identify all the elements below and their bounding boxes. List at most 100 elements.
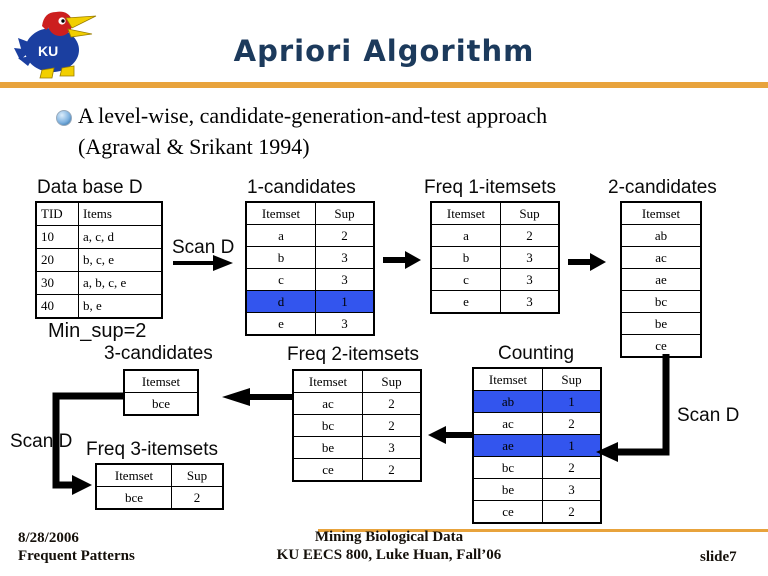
ku-jayhawk-logo: KU: [14, 11, 97, 79]
cell: a: [430, 224, 501, 247]
footer-date: 8/28/2006: [18, 530, 79, 546]
cell: bc: [620, 290, 702, 313]
cell: be: [620, 312, 702, 335]
footer-left-title: Frequent Patterns: [18, 548, 135, 564]
footer-divider: [318, 529, 768, 532]
table-title-candidates3: 3-candidates: [104, 343, 213, 364]
table-row: bc: [620, 290, 702, 313]
cell: 3: [315, 246, 375, 269]
cell: be: [292, 436, 363, 459]
cell: b, c, e: [78, 248, 163, 272]
table-title-freq3: Freq 3-itemsets: [86, 439, 218, 460]
cell: 2: [315, 224, 375, 247]
table-header-row: Itemset: [620, 201, 702, 225]
table-title-freq2: Freq 2-itemsets: [287, 344, 419, 365]
header-cell: TID: [35, 201, 79, 226]
logo-ku-text: KU: [38, 43, 58, 59]
header-cell: Itemset: [430, 201, 501, 225]
footer-course-line1: Mining Biological Data: [314, 529, 464, 545]
cell: bce: [95, 486, 172, 510]
cell: e: [245, 312, 316, 336]
scan-d-label-bottom: Scan D: [10, 431, 73, 452]
cell: b: [430, 246, 501, 269]
slide-number: slide7: [700, 549, 737, 565]
footer-left: 8/28/2006 Frequent Patterns: [18, 529, 135, 565]
table-header-row: Itemset: [123, 369, 199, 393]
cell: bce: [123, 392, 199, 416]
scan-d-label-top: Scan D: [172, 237, 235, 258]
cell: 3: [500, 268, 560, 291]
scan-d-arrow-top: [173, 255, 233, 271]
header-cell: Sup: [500, 201, 560, 225]
bullet-text: A level-wise, candidate-generation-and-t…: [78, 100, 718, 162]
cell: 2: [362, 392, 422, 415]
table-title-freq1: Freq 1-itemsets: [424, 177, 556, 198]
header-cell: Items: [78, 201, 163, 226]
cell: ab: [472, 390, 543, 413]
cell: 2: [542, 412, 602, 435]
table-title-candidates1: 1-candidates: [247, 177, 356, 198]
flow-arrow-3: [222, 388, 292, 406]
header-cell: Itemset: [292, 369, 363, 393]
cell: b: [245, 246, 316, 269]
page-title: Apriori Algorithm: [233, 34, 535, 68]
flow-arrow-4: [428, 426, 472, 444]
footer-course-line2: KU EECS 800, Luke Huan, Fall’06: [276, 547, 502, 563]
cell: 3: [500, 290, 560, 314]
cell: a, c, d: [78, 225, 163, 249]
table-row: ac: [620, 246, 702, 269]
cell: 2: [362, 458, 422, 482]
table-row: ab: [620, 224, 702, 247]
bullet-line-2: (Agrawal & Srikant 1994): [78, 134, 310, 159]
cell: bc: [292, 414, 363, 437]
header-cell: Sup: [171, 463, 224, 487]
cell: ce: [472, 500, 543, 524]
table-row: ae: [620, 268, 702, 291]
cell: 20: [35, 248, 79, 272]
cell: c: [245, 268, 316, 291]
cell: b, e: [78, 294, 163, 319]
cell: 3: [315, 268, 375, 291]
header-cell: Itemset: [620, 201, 702, 225]
cell: 3: [315, 312, 375, 336]
cell: a: [245, 224, 316, 247]
scan-d-label-right: Scan D: [677, 405, 740, 426]
cell: ce: [620, 334, 702, 358]
table-title-counting: Counting: [498, 343, 575, 364]
bullet-icon: [56, 110, 72, 126]
header-cell: Sup: [362, 369, 422, 393]
flow-arrow-1: [383, 251, 421, 269]
cell: 2: [362, 414, 422, 437]
